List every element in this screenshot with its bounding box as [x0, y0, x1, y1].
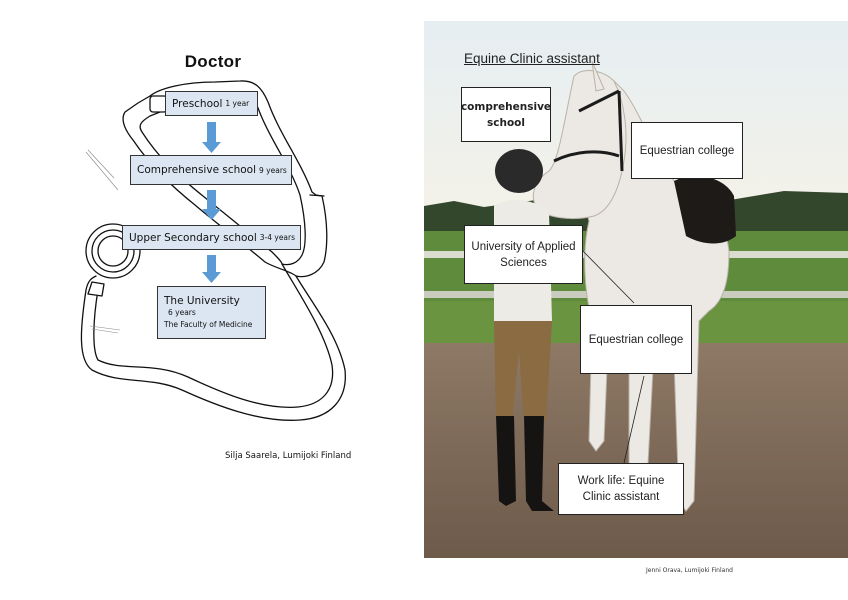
step-label: Upper Secondary school: [129, 231, 257, 244]
step-label: Preschool: [172, 97, 223, 110]
step-duration: 6 years: [168, 307, 196, 317]
step-duration: 9 years: [259, 165, 287, 175]
equine-title: Equine Clinic assistant: [464, 51, 600, 66]
arrow-down-icon: [202, 122, 221, 153]
horse-photo: [424, 21, 848, 558]
stethoscope-illustration: [80, 80, 346, 421]
step-duration: 1 year: [225, 99, 250, 108]
down-arrows: [202, 122, 221, 283]
step-university: The University 6 years The Faculty of Me…: [157, 286, 266, 339]
box-university-applied-sciences: University of Applied Sciences: [464, 225, 583, 284]
arrow-down-icon: [202, 190, 221, 220]
step-duration: 3-4 years: [259, 233, 296, 242]
box-work-life: Work life: Equine Clinic assistant: [558, 463, 684, 515]
photo-credit-left: Silja Saarela, Lumijoki Finland: [225, 451, 352, 461]
horse-and-rider-image: [424, 21, 848, 558]
box-comprehensive-school: comprehensive school: [461, 87, 551, 142]
box-equestrian-college-mid: Equestrian college: [580, 305, 692, 374]
step-label: The University: [164, 294, 240, 307]
doctor-title: Doctor: [184, 52, 242, 71]
arrow-down-icon: [202, 255, 221, 283]
photo-credit-right: Jenni Orava, Lumijoki Finland: [646, 567, 733, 574]
step-faculty: The Faculty of Medicine: [164, 319, 253, 329]
step-label: Comprehensive school: [137, 164, 257, 176]
box-equestrian-college-top: Equestrian college: [631, 122, 743, 179]
